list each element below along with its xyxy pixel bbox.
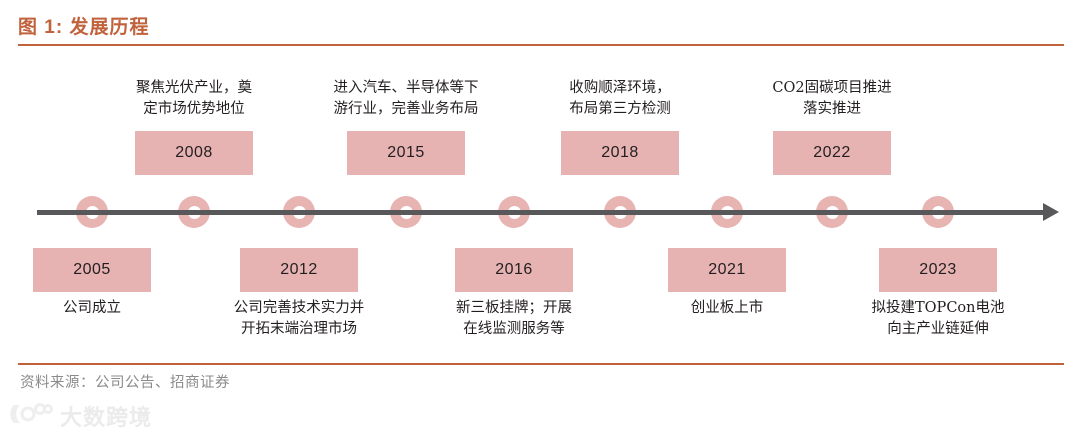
caption-line: 收购顺泽环境， [569,79,671,96]
timeline-year-box[interactable]: 2021 [668,248,786,292]
caption-line: 公司成立 [63,300,121,316]
caption-line: 布局第三方检测 [569,100,671,117]
timeline-chart: 2005 公司成立 2008 聚焦光伏产业，奠定市场优势地位 2012 公司完善技术实力并… [0,52,1080,352]
timeline-event-caption: 新三板挂牌；开展在线监测服务等 [399,298,629,340]
caption-line: 开拓末端治理市场 [241,321,357,338]
watermark-text: 大数跨境 [60,405,153,430]
timeline-event-caption: 公司成立 [0,298,207,319]
timeline-marker[interactable] [711,196,743,228]
caption-line: 落实推进 [803,100,861,117]
timeline-marker[interactable] [498,196,530,228]
timeline-marker[interactable] [604,196,636,228]
timeline-arrow-icon [1043,203,1059,221]
timeline-event-caption: 拟投建TOPCon电池向主产业链延伸 [823,298,1053,340]
timeline-year-box[interactable]: 2016 [455,248,573,292]
caption-line: 游行业，完善业务布局 [333,100,479,117]
timeline-event-caption: CO2固碳项目推进落实推进 [717,78,947,120]
timeline-year-box[interactable]: 2015 [347,131,465,175]
timeline-event-caption: 创业板上市 [612,298,842,319]
caption-line: 向主产业链延伸 [887,321,989,338]
timeline-event-caption: 聚焦光伏产业，奠定市场优势地位 [79,78,309,120]
timeline-event-caption: 公司完善技术实力并开拓末端治理市场 [184,298,414,340]
timeline-event-caption: 收购顺泽环境， 布局第三方检测 [505,78,735,120]
caption-line: 在线监测服务等 [463,321,565,338]
title-divider [18,44,1064,46]
caption-line: 聚焦光伏产业，奠 [136,79,252,96]
source-note: 资料来源：公司公告、招商证券 [20,375,230,391]
caption-line: 进入汽车、半导体等下 [333,79,479,96]
timeline-marker[interactable] [283,196,315,228]
timeline-marker[interactable] [922,196,954,228]
timeline-year-box[interactable]: 2023 [879,248,997,292]
caption-line: 定市场优势地位 [143,100,245,117]
timeline-marker[interactable] [390,196,422,228]
timeline-marker[interactable] [816,196,848,228]
caption-line: 公司完善技术实力并 [233,300,365,316]
caption-line: 创业板上市 [690,300,764,316]
timeline-year-box[interactable]: 2018 [561,131,679,175]
timeline-marker[interactable] [76,196,108,228]
watermark: 大数跨境 [8,400,152,432]
timeline-year-box[interactable]: 2022 [773,131,891,175]
dsky-logo-icon [8,401,54,432]
timeline-year-box[interactable]: 2008 [135,131,253,175]
caption-line: 新三板挂牌；开展 [456,300,572,316]
timeline-year-box[interactable]: 2012 [240,248,358,292]
caption-line: 拟投建TOPCon电池 [871,300,1005,316]
timeline-axis [37,210,1045,215]
timeline-marker[interactable] [178,196,210,228]
timeline-year-box[interactable]: 2005 [33,248,151,292]
footer-divider [18,363,1064,365]
page-title: 图 1: 发展历程 [18,17,150,38]
caption-line: CO2固碳项目推进 [772,79,892,96]
timeline-event-caption: 进入汽车、半导体等下游行业，完善业务布局 [291,78,521,120]
